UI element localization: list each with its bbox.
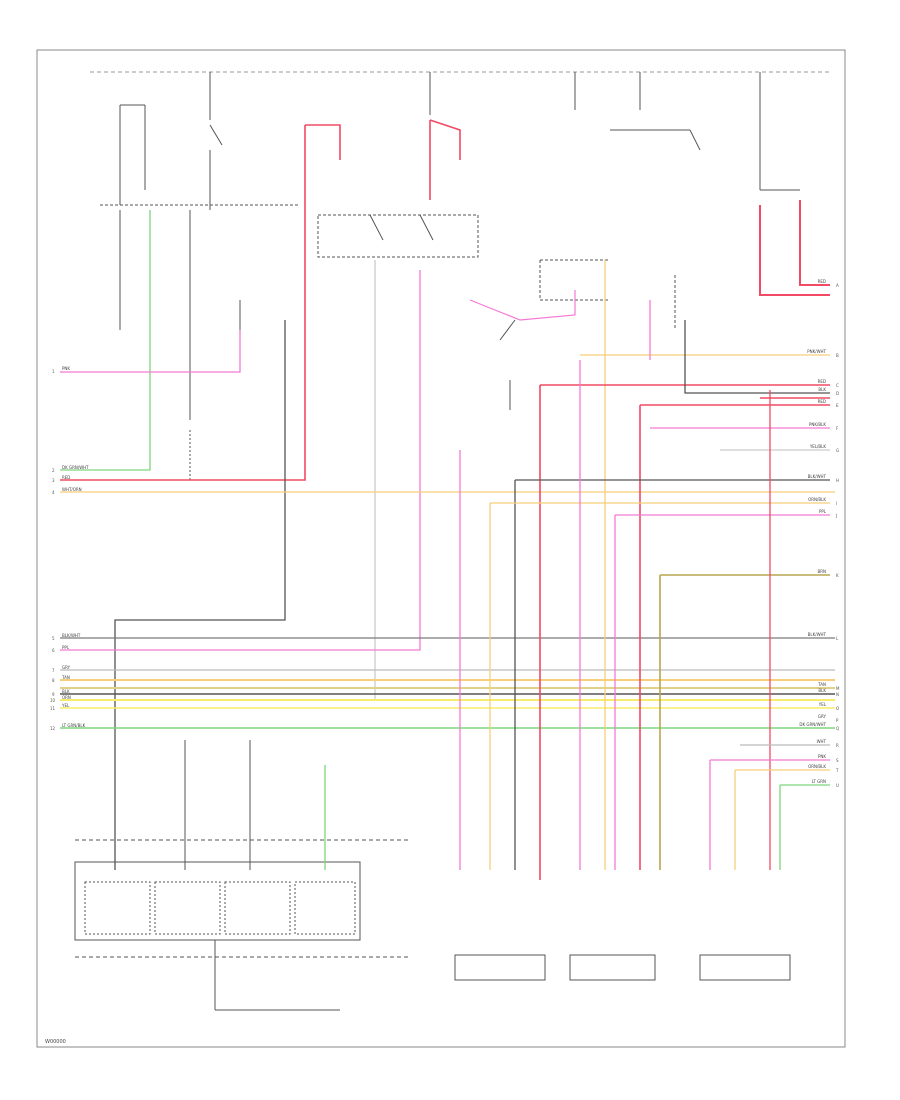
bottom-left-module	[74, 740, 410, 1011]
wire-id-3: 3	[52, 478, 55, 483]
wire-label-6: PPL	[62, 645, 70, 650]
wire-label-1: PNK	[62, 366, 70, 371]
wire-label-4: WHT/ORN	[62, 487, 82, 492]
wire-label-d: BLK	[818, 387, 826, 392]
wire-label-7: GRY	[62, 665, 71, 670]
wire-id-u: U	[836, 783, 839, 788]
wire-id-7: 7	[52, 668, 55, 673]
left-vertical-wires	[60, 119, 461, 870]
wire-id-r: R	[836, 743, 839, 748]
wire-label-10: ORN	[62, 695, 71, 700]
wire-label-11: YEL	[61, 703, 70, 708]
wire-label-c: RED	[818, 379, 826, 384]
wire-label-r: WHT	[817, 739, 827, 744]
wire-label-12: LT GRN/BLK	[62, 723, 86, 728]
wire-label-5: BLK/WHT	[62, 633, 81, 638]
left-wire-labels: PNK DK GRN/WHT RED WHT/ORN BLK/WHT PPL G…	[61, 366, 89, 728]
right-relay-group	[499, 72, 800, 410]
diagram-code: W00000	[45, 1039, 66, 1045]
wire-label-u: LT GRN	[812, 779, 826, 784]
wire-label-p: GRY	[818, 714, 827, 719]
horizontal-bus-wires	[60, 491, 835, 729]
wire-label-i: ORN/BLK	[808, 497, 826, 502]
wire-label-9: BLK	[62, 689, 70, 694]
wire-label-o: YEL	[818, 702, 827, 707]
wire-label-2: DK GRN/WHT	[62, 465, 89, 470]
wire-id-6: 6	[52, 648, 55, 653]
wire-id-10: 10	[50, 698, 56, 703]
wire-id-p: P	[836, 718, 839, 723]
left-wire-ids: 1 2 3 4 5 6 7 8 9 10 11 12	[50, 369, 56, 731]
wire-id-j: J	[835, 513, 837, 518]
wire-id-1: 1	[52, 369, 55, 374]
relay-box	[317, 72, 479, 700]
wire-label-j: PPL	[819, 509, 827, 514]
wire-label-e: RED	[818, 399, 826, 404]
right-side-wires	[459, 200, 830, 880]
right-wire-ids: A B C D E F G H I J K L M N O P Q R S T …	[835, 283, 840, 788]
wire-label-t: ORN/BLK	[808, 764, 826, 769]
wire-label-m: TAN	[817, 682, 826, 687]
wire-id-l: L	[836, 636, 839, 641]
wire-label-k: BRN	[817, 569, 826, 574]
wire-id-o: O	[836, 706, 839, 711]
diagram-border	[36, 49, 846, 1048]
wire-id-c: C	[836, 383, 839, 388]
wire-id-m: M	[836, 686, 840, 691]
wire-label-b: PNK/WHT	[807, 349, 826, 354]
wire-id-i: I	[836, 501, 837, 506]
wire-id-q: Q	[836, 726, 839, 731]
wire-label-3: RED	[62, 475, 70, 480]
wire-label-l: BLK/WHT	[808, 632, 827, 637]
wire-id-b: B	[836, 353, 839, 358]
center-pink-link	[469, 290, 576, 321]
wire-id-2: 2	[52, 468, 55, 473]
wire-label-n: BLK	[818, 688, 826, 693]
bottom-right-connectors	[454, 954, 791, 981]
ignition-section	[100, 72, 300, 480]
wire-label-a: RED	[818, 279, 826, 284]
wire-id-g: G	[836, 448, 839, 453]
wire-id-d: D	[836, 391, 839, 396]
wire-id-4: 4	[52, 490, 55, 495]
wire-id-12: 12	[50, 726, 56, 731]
wire-label-q: DK GRN/WHT	[799, 722, 826, 727]
wire-label-s: PNK	[818, 754, 826, 759]
wire-id-9: 9	[52, 692, 55, 697]
wire-id-e: E	[836, 403, 839, 408]
wire-label-8: TAN	[61, 675, 70, 680]
wire-id-8: 8	[52, 678, 55, 683]
wire-label-g: YEL/BLK	[809, 444, 827, 449]
wire-id-11: 11	[50, 706, 56, 711]
wire-label-f: PNK/BLK	[809, 422, 826, 427]
wire-id-a: A	[836, 283, 839, 288]
wire-id-n: N	[836, 692, 839, 697]
wire-id-k: K	[836, 573, 839, 578]
wire-id-5: 5	[52, 636, 55, 641]
right-wire-labels: RED PNK/WHT RED BLK RED PNK/BLK YEL/BLK …	[799, 279, 826, 784]
wire-id-h: H	[836, 478, 839, 483]
wire-label-h: BLK/WHT	[808, 474, 827, 479]
wire-id-f: F	[836, 426, 839, 431]
wire-id-t: T	[835, 768, 839, 773]
wire-id-s: S	[836, 758, 839, 763]
